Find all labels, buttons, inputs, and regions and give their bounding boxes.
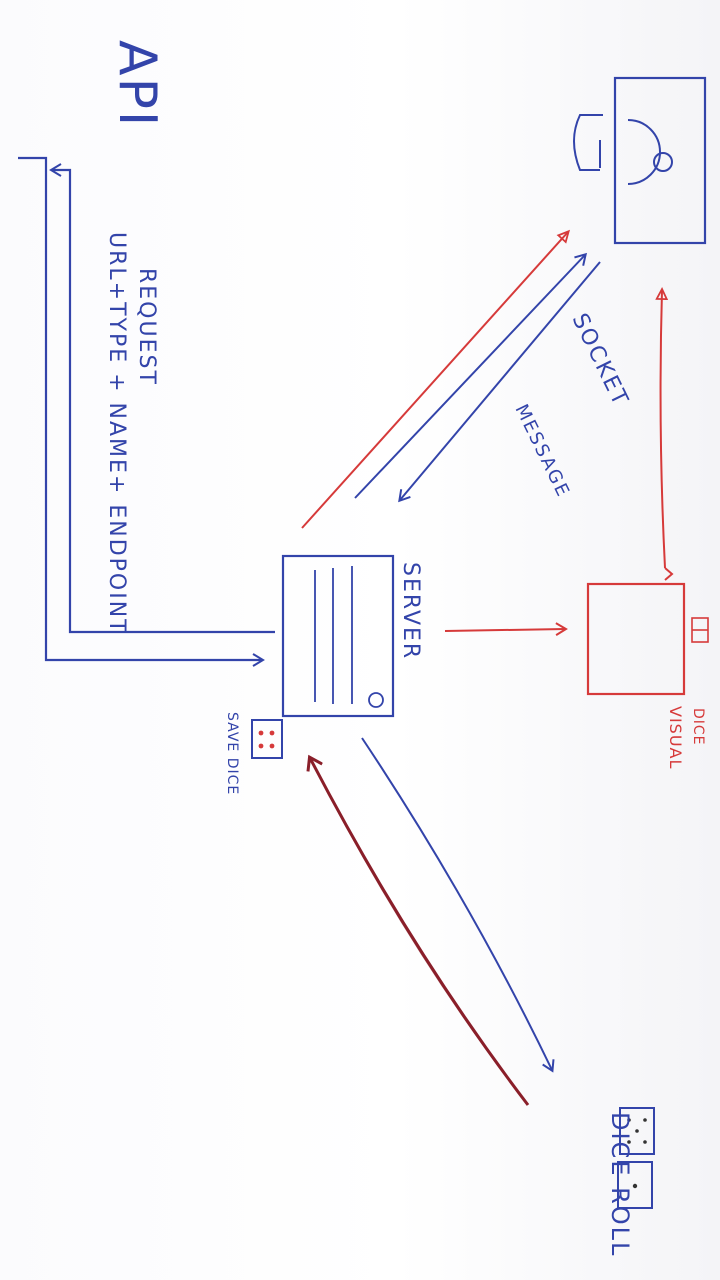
dice-label-group: DICE bbox=[690, 708, 706, 746]
api-label-group: API bbox=[107, 40, 167, 128]
message-label: MESSAGE bbox=[511, 401, 574, 501]
visual-screen-icon bbox=[586, 582, 709, 696]
monitor-visual-arrow bbox=[655, 286, 674, 581]
save-dice-label-group: SAVE DICE bbox=[224, 712, 240, 795]
api-request-arrow bbox=[18, 156, 275, 667]
request-label: REQUEST bbox=[134, 268, 159, 386]
socket-label: SOCKET bbox=[567, 310, 633, 411]
four-pip-die-icon bbox=[251, 719, 283, 759]
visual-label-group: VISUAL bbox=[666, 706, 685, 769]
two-dice-icon bbox=[617, 1107, 655, 1209]
server-roll-arrow bbox=[361, 737, 555, 1073]
server-box-icon bbox=[281, 554, 395, 718]
request-detail-group: URL+TYPE + NAME+ ENDPOINT bbox=[104, 232, 129, 635]
api-label: API bbox=[107, 40, 167, 128]
user-monitor-icon bbox=[573, 76, 707, 245]
request-detail-label: URL+TYPE + NAME+ ENDPOINT bbox=[104, 232, 129, 635]
request-label-group: REQUEST bbox=[134, 268, 159, 386]
dice-label: DICE bbox=[690, 708, 706, 746]
server-label: SERVER bbox=[398, 562, 423, 660]
socket-arrows bbox=[301, 229, 601, 529]
server-visual-arrow bbox=[444, 622, 568, 636]
visual-label: VISUAL bbox=[666, 706, 685, 769]
roll-server-arrow bbox=[310, 758, 530, 1106]
server-label-group: SERVER bbox=[398, 562, 423, 660]
message-label-group: MESSAGE bbox=[511, 401, 574, 501]
socket-label-group: SOCKET bbox=[567, 310, 633, 411]
save-dice-label: SAVE DICE bbox=[224, 712, 240, 795]
dice-roll-label: DICE ROLL bbox=[606, 1112, 634, 1257]
dice-roll-label-group: DICE ROLL bbox=[606, 1112, 634, 1257]
